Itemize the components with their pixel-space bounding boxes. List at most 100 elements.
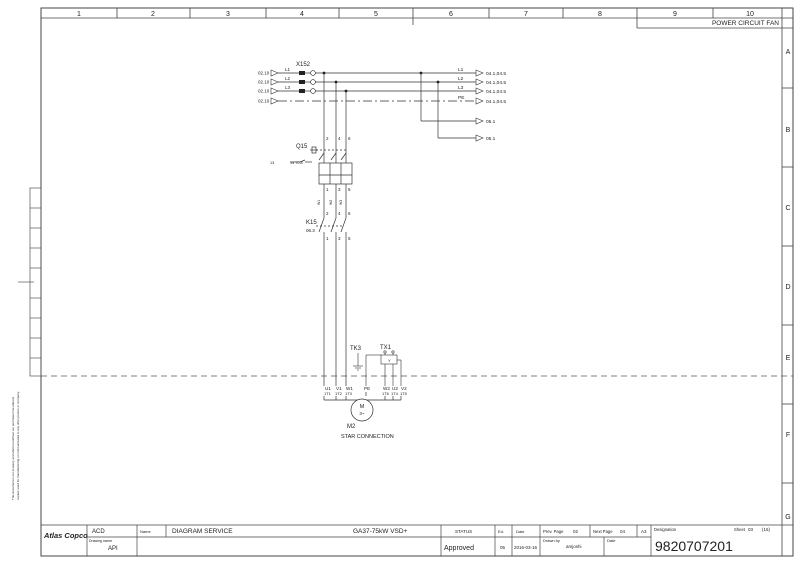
motor-term-w1: W1 [346,386,353,391]
output-ref-1: 04.1,04.5 [486,71,506,77]
contactor-contact-3 [340,217,347,233]
input-arrow-3 [270,87,279,95]
row-letters: A B C D E F G [785,49,790,521]
terminal-block-1 [299,71,305,75]
col-label-6: 6 [449,11,453,18]
breaker-contact-1 [318,152,325,161]
breaker-aux-right: 14 70.8 [290,161,303,165]
row-label-f: F [786,432,790,439]
edition-value: 05 [500,545,506,550]
col-label-1: 1 [77,11,81,18]
name-label: Name [140,529,151,534]
motor-circle [350,398,374,422]
input-arrow-1 [270,69,279,77]
contactor-pin-6: 6 [348,211,351,216]
motor-terminal-labels: U1 V1 W1 1T1 1T2 1T3 PE W2 U2 V2 1T6 1T4… [324,386,408,396]
motor-term-w2: W2 [383,386,390,391]
breaker-pin-3: 3 [338,187,341,192]
row-dividers [782,87,793,484]
motor-term-v1: V1 [336,386,342,391]
output-labels: L1 L2 L3 PE 04.1,04.5 04.1,04.5 04.1,04.… [458,67,506,142]
motor-term-v2: V2 [401,386,407,391]
terminal-screw-3 [310,88,316,94]
drawing-name: DIAGRAM SERVICE [172,528,233,535]
motor-term-pe: PE [364,386,370,391]
output-line-1: L1 [458,67,464,73]
output-arrow-2 [475,78,484,86]
edition-label: Ed. [498,529,504,534]
input-arrow-4 [270,97,279,105]
contactor-pin-4: 4 [338,211,341,216]
breaker-pin-4: 4 [338,136,341,141]
bus-wires [278,72,476,160]
designation-label: Designation [654,527,677,532]
motor-sub-1t3: 1T3 [345,391,353,396]
motor-term-u1: U1 [325,386,331,391]
bus-junctions [322,71,440,93]
input-line-3: L3 [285,85,291,90]
acd-label: ACD [92,529,105,535]
col-label-4: 4 [300,11,304,18]
date2-label: Date [607,538,616,543]
date-value: 2016-03-16 [514,545,538,550]
row-label-a: A [786,49,791,56]
input-ref-1: 02.10 [258,71,270,76]
col-label-9: 9 [673,11,677,18]
input-refs: 02.10 02.10 02.10 02.10 L1 L2 L3 [258,67,291,104]
thermal-symbols [353,350,402,386]
col-label-2: 2 [151,11,155,18]
input-line-2: L2 [285,76,291,81]
format-value: A3 [641,529,647,534]
wire-label-1: W1 [317,200,321,205]
breaker-pin-5: 5 [348,187,351,192]
output-arrow-5 [475,117,484,125]
breaker-wire-labels: W1 W2 W3 [317,200,343,205]
row-label-d: D [785,284,790,291]
breaker-pin-6: 6 [348,136,351,141]
tk3-label: TK3 [350,346,362,352]
motor-symbol [323,392,402,422]
output-arrow-4 [475,97,484,105]
tx1-box [380,354,398,365]
motor-sub-1t4: 1T4 [391,391,399,396]
contactor-contact-2 [330,217,337,233]
row-label-c: C [785,205,790,212]
motor-label: M2 [347,424,356,430]
drawing-owner-label: Drawing owner [89,539,113,543]
contactor-ref: 06.3 [306,228,315,233]
input-ref-2: 02.10 [258,80,270,85]
column-dividers [116,8,714,28]
motor-symbol-m: M [360,404,365,410]
side-notice-line-2: copied, used for manufacturing or commun… [16,391,20,500]
row-label-b: B [786,127,791,134]
terminal-block-2 [299,80,305,84]
contactor-pin-5: 5 [348,236,351,241]
wire-label-2: W2 [329,200,333,205]
breaker-body [318,162,353,185]
sheet-label: Sheet [734,527,746,532]
output-line-3: L3 [458,85,464,91]
tx1-label: TX1 [380,345,392,351]
sheet-title: POWER CIRCUIT FAN [712,20,779,27]
motor-sub-1t2: 1T2 [335,391,343,396]
contactor-pin-2: 2 [326,211,329,216]
output-ref-3: 04.1,04.5 [486,89,506,95]
status-value: Approved [444,545,474,552]
breaker-contact-3 [340,152,347,161]
output-ref-2: 04.1,04.5 [486,80,506,86]
breaker-pin-1: 1 [326,187,329,192]
output-ref-6: 05.1 [486,136,496,142]
breaker-aux-left: 13 [270,161,274,165]
terminal-screw-1 [310,70,316,76]
terminal-block-3 [299,89,305,93]
date-label: Date [516,529,525,534]
next-page-value: 04 [620,529,626,534]
side-notice-line-1: This document is our property and shall … [11,396,15,500]
col-label-8: 8 [598,11,602,18]
motor-sub-1t6: 1T6 [382,391,390,396]
product-name: GA37-75kW VSD+ [353,528,408,535]
output-line-4: PE [458,95,464,101]
breaker-label: Q15 [296,144,308,150]
output-ref-5: 05.1 [486,119,496,125]
